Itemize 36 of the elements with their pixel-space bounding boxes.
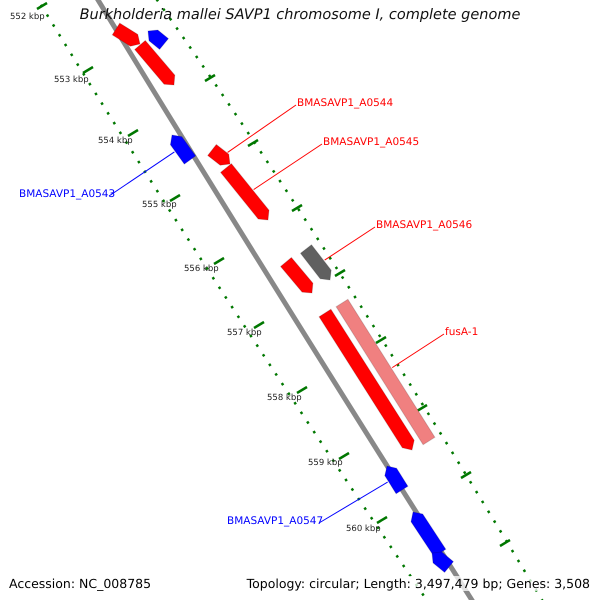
gene-feature <box>280 256 314 294</box>
gene-label: fusA-1 <box>445 326 478 339</box>
title: Burkholderia mallei SAVP1 chromosome I, complete genome <box>80 7 520 23</box>
gene-label: BMASAVP1_A0546 <box>376 219 472 232</box>
gene-feature <box>384 465 409 494</box>
gene-feature <box>318 308 415 451</box>
leader-line <box>392 334 444 368</box>
position-label: 556 kbp <box>184 264 219 274</box>
gene-feature <box>147 29 170 50</box>
position-label: 560 kbp <box>346 524 381 534</box>
gene-feature <box>220 162 270 221</box>
gene-feature-block <box>335 298 436 446</box>
position-label: 557 kbp <box>227 328 262 338</box>
gene-feature <box>300 244 332 281</box>
position-label: 552 kbp <box>10 12 45 22</box>
leader-line <box>318 482 388 524</box>
leader-line <box>108 151 175 196</box>
genome-stats-text: Topology: circular; Length: 3,497,479 bp; Genes: 3,508 <box>246 576 590 591</box>
gene-label: BMASAVP1_A0544 <box>297 97 394 110</box>
gene-feature <box>431 551 454 574</box>
leader-line <box>253 144 322 190</box>
gene-feature <box>207 144 231 166</box>
leader-line <box>324 226 376 261</box>
position-label: 553 kbp <box>54 75 89 85</box>
position-label: 554 kbp <box>98 136 133 146</box>
gene-feature <box>134 40 176 86</box>
accession-text: Accession: NC_008785 <box>9 576 152 591</box>
gene-feature <box>170 134 196 165</box>
gene-label: BMASAVP1_A0543 <box>19 188 116 201</box>
position-label: 555 kbp <box>142 200 177 210</box>
position-label: 559 kbp <box>308 458 343 468</box>
gene-label: BMASAVP1_A0545 <box>323 136 420 149</box>
gene-feature <box>112 22 141 47</box>
position-label: 558 kbp <box>267 393 302 403</box>
gene-label: BMASAVP1_A0547 <box>227 515 324 528</box>
leader-line <box>227 104 296 153</box>
